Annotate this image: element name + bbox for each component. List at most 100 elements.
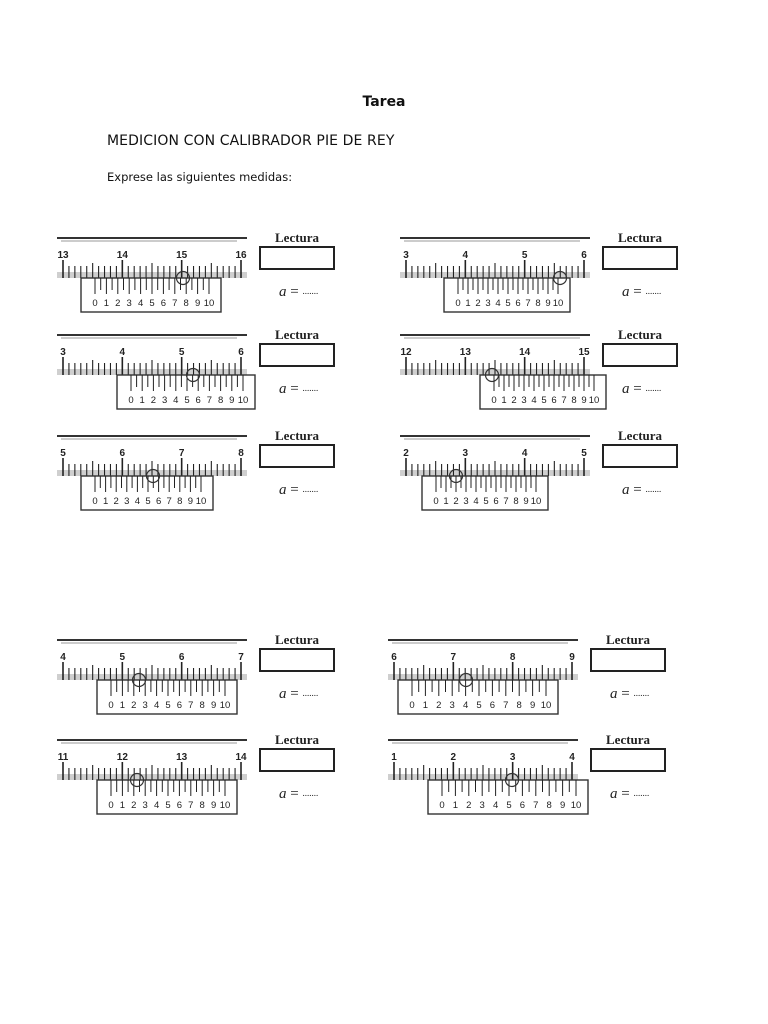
a-blank: ....... xyxy=(302,688,319,698)
vernier-scale-label: 8 xyxy=(535,298,540,309)
vernier-scale-label: 4 xyxy=(493,800,498,811)
vernier-scale-label: 9 xyxy=(229,395,234,406)
lectura-label: Lectura xyxy=(275,230,320,245)
a-value-line[interactable]: a = ....... xyxy=(279,381,318,398)
vernier-scale-label: 9 xyxy=(560,800,565,811)
main-scale-ticks xyxy=(62,357,242,375)
main-scale-ticks xyxy=(62,662,242,680)
a-equals-sign: = xyxy=(617,786,634,802)
vernier-scale-label: 6 xyxy=(493,496,498,507)
main-scale-label: 1 xyxy=(391,752,397,763)
main-scale-label: 14 xyxy=(117,250,129,261)
worksheet-subtitle: MEDICION CON CALIBRADOR PIE DE REY xyxy=(107,133,395,149)
lectura-answer-box[interactable] xyxy=(590,748,666,772)
vernier-scale-label: 7 xyxy=(533,800,538,811)
a-value-line[interactable]: a = ....... xyxy=(610,686,649,703)
main-scale-ticks xyxy=(405,357,585,375)
main-scale-ticks xyxy=(62,762,242,780)
vernier-scale-label: 2 xyxy=(436,700,441,711)
vernier-scale-label: 5 xyxy=(506,800,511,811)
vernier-scale-label: 4 xyxy=(531,395,536,406)
main-scale-label: 5 xyxy=(60,448,66,459)
vernier-scale-label: 8 xyxy=(517,700,522,711)
vernier-scale-label: 9 xyxy=(581,395,586,406)
lectura-answer-box[interactable] xyxy=(602,444,678,468)
vernier-scale-label: 0 xyxy=(409,700,414,711)
vernier-scale-label: 9 xyxy=(545,298,550,309)
lectura-answer-box[interactable] xyxy=(259,246,335,270)
main-scale-label: 5 xyxy=(522,250,528,261)
lectura-answer-box[interactable] xyxy=(259,748,335,772)
a-value-line[interactable]: a = ....... xyxy=(279,786,318,803)
vernier-scale-label: 0 xyxy=(108,700,113,711)
vernier-scale-label: 10 xyxy=(541,700,552,711)
vernier-scale-label: 9 xyxy=(523,496,528,507)
vernier-scale-label: 0 xyxy=(108,800,113,811)
main-scale-label: 7 xyxy=(179,448,185,459)
main-scale-ticks xyxy=(393,662,573,680)
main-scale-label: 4 xyxy=(60,652,66,663)
a-equals-sign: = xyxy=(629,381,646,397)
vernier-scale-label: 10 xyxy=(531,496,542,507)
vernier-plate xyxy=(443,277,571,313)
vernier-scale-label: 1 xyxy=(443,496,448,507)
vernier-scale-label: 5 xyxy=(165,700,170,711)
a-symbol: a xyxy=(279,284,287,300)
lectura-answer-box[interactable] xyxy=(259,343,335,367)
vernier-scale-label: 4 xyxy=(173,395,178,406)
lectura-answer-box[interactable] xyxy=(602,246,678,270)
main-scale-label: 6 xyxy=(120,448,126,459)
vernier-scale-label: 4 xyxy=(154,700,159,711)
vernier-scale-label: 6 xyxy=(520,800,525,811)
a-symbol: a xyxy=(279,381,287,397)
a-value-line[interactable]: a = ....... xyxy=(622,381,661,398)
main-scale-label: 5 xyxy=(120,652,126,663)
vernier-scale-label: 1 xyxy=(423,700,428,711)
vernier-scale-label: 3 xyxy=(143,700,148,711)
lectura-answer-box[interactable] xyxy=(259,648,335,672)
main-scale-label: 8 xyxy=(238,448,244,459)
vernier-scale-label: 8 xyxy=(571,395,576,406)
vernier-scale-label: 10 xyxy=(238,395,249,406)
lectura-answer-box[interactable] xyxy=(259,444,335,468)
vernier-scale-label: 3 xyxy=(127,298,132,309)
vernier-scale-label: 1 xyxy=(120,700,125,711)
main-scale-label: 5 xyxy=(179,347,185,358)
a-value-line[interactable]: a = ....... xyxy=(610,786,649,803)
a-value-line[interactable]: a = ....... xyxy=(622,482,661,499)
vernier-scale-label: 10 xyxy=(553,298,564,309)
coincidence-circle-marker xyxy=(129,772,145,788)
a-symbol: a xyxy=(622,482,630,498)
a-value-line[interactable]: a = ....... xyxy=(622,284,661,301)
vernier-scale-label: 4 xyxy=(463,700,468,711)
vernier-scale-label: 1 xyxy=(501,395,506,406)
vernier-scale-label: 1 xyxy=(140,395,145,406)
a-equals-sign: = xyxy=(286,786,303,802)
a-value-line[interactable]: a = ....... xyxy=(279,482,318,499)
main-scale-label: 3 xyxy=(403,250,409,261)
coincidence-circle-marker xyxy=(145,468,161,484)
lectura-answer-box[interactable] xyxy=(590,648,666,672)
a-value-line[interactable]: a = ....... xyxy=(279,686,318,703)
main-scale-label: 12 xyxy=(400,347,412,358)
vernier-scale-label: 0 xyxy=(439,800,444,811)
vernier-scale-label: 6 xyxy=(196,395,201,406)
a-value-line[interactable]: a = ....... xyxy=(279,284,318,301)
main-scale-label: 14 xyxy=(519,347,531,358)
vernier-scale-label: 7 xyxy=(503,496,508,507)
lectura-answer-box[interactable] xyxy=(602,343,678,367)
main-scale-label: 6 xyxy=(179,652,185,663)
vernier-scale-label: 7 xyxy=(188,700,193,711)
main-scale-label: 3 xyxy=(510,752,516,763)
vernier-scale-label: 5 xyxy=(145,496,150,507)
vernier-scale-label: 5 xyxy=(483,496,488,507)
a-symbol: a xyxy=(279,786,287,802)
